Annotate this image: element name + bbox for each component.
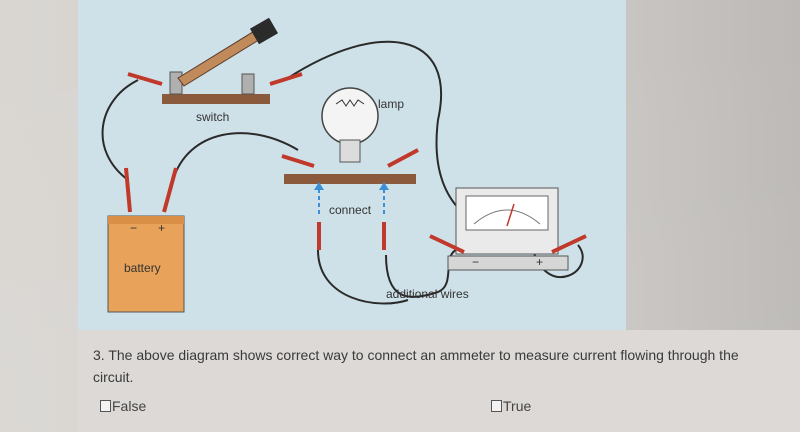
lamp — [281, 87, 419, 184]
question-card: 3. The above diagram shows correct way t… — [78, 330, 800, 432]
ammeter-minus-label: − — [472, 255, 479, 269]
circuit-diagram: switch lamp connect − + — [78, 0, 626, 330]
option-false-checkbox[interactable] — [100, 400, 111, 412]
battery-minus-label: − — [130, 221, 137, 235]
option-true[interactable]: True — [491, 398, 531, 414]
wire-battery-switch — [101, 79, 139, 181]
connect-label: connect — [329, 203, 372, 217]
knife-switch — [127, 17, 303, 104]
option-true-label: True — [503, 398, 532, 414]
option-false-label: False — [112, 398, 147, 414]
lamp-label: lamp — [378, 97, 404, 111]
wire-additional-left — [317, 249, 409, 305]
battery-plus-label: + — [158, 221, 165, 235]
battery-label: battery — [124, 261, 161, 275]
wire-battery-lamp — [172, 132, 299, 181]
question-line-1: The above diagram shows correct way to c… — [108, 347, 739, 363]
question-text: 3. The above diagram shows correct way t… — [93, 344, 800, 388]
battery — [107, 167, 185, 313]
question-number: 3. — [93, 347, 105, 363]
option-false[interactable]: False — [100, 398, 146, 414]
circuit-diagram-svg: switch lamp connect − + — [101, 17, 587, 313]
question-line-2: circuit. — [93, 369, 134, 385]
connect-arrows — [314, 182, 389, 250]
additional-wires-label: additional wires — [386, 287, 469, 301]
ammeter — [429, 187, 587, 271]
switch-label: switch — [196, 110, 229, 124]
ammeter-plus-label: + — [536, 255, 543, 269]
option-true-checkbox[interactable] — [491, 400, 502, 412]
